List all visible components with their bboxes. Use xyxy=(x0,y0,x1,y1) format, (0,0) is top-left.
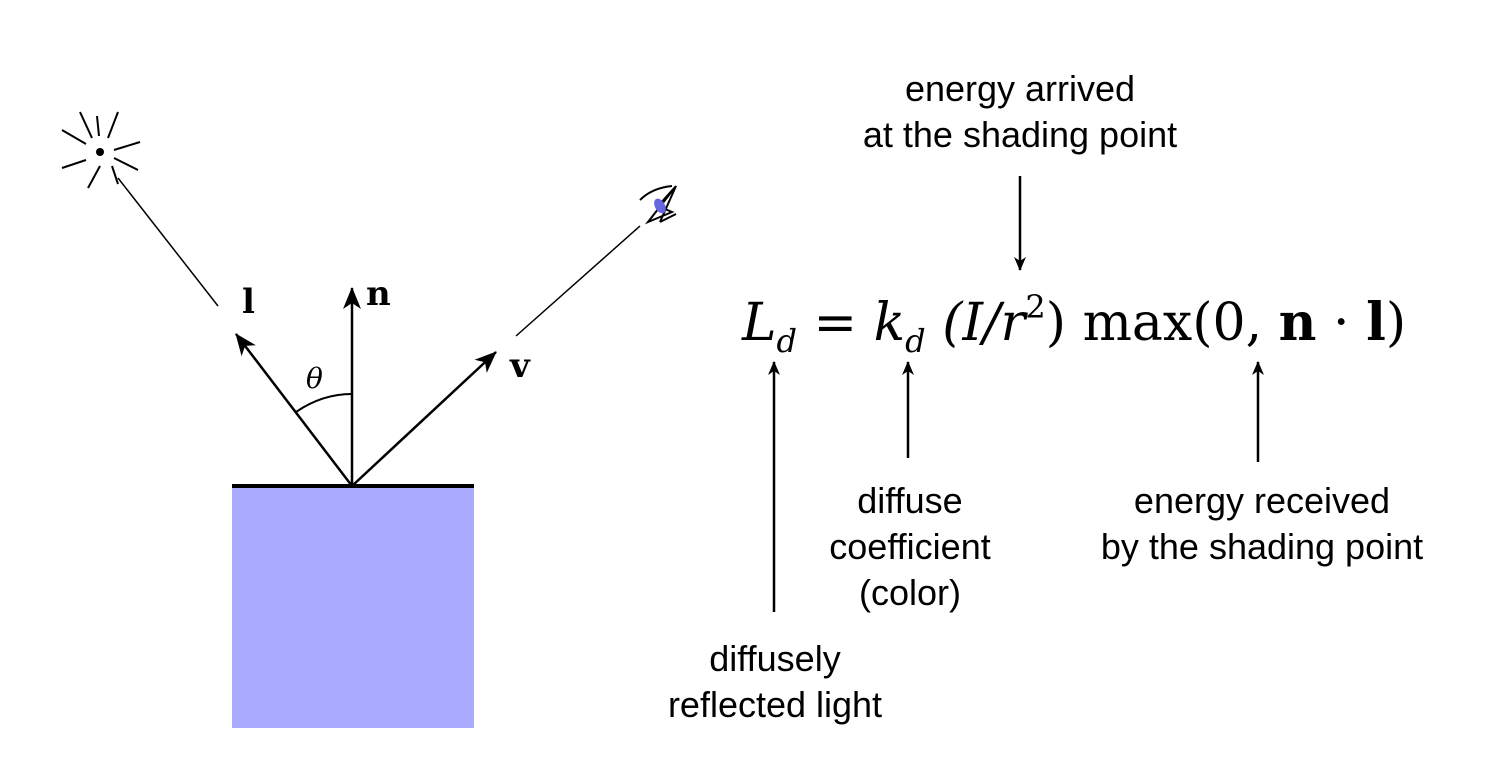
eq-dot: · xyxy=(1333,293,1350,353)
label-diffuse-coefficient: diffuse coefficient (color) xyxy=(829,480,991,613)
eq-k-subscript: d xyxy=(905,322,926,360)
angle-arc xyxy=(295,393,353,413)
diffuse-equation: Ld = kd (I/r2) max(0, n · l) xyxy=(742,288,1406,360)
label-energy-received: energy received by the shading point xyxy=(1100,480,1424,567)
label-diffusely-reflected: diffusely reflected light xyxy=(667,638,883,725)
eq-lhs-symbol: L xyxy=(742,293,777,353)
eq-lhs-subscript: d xyxy=(776,322,798,360)
light-vector-arrow xyxy=(235,333,353,487)
light-vector-label: l xyxy=(242,282,255,322)
eq-l-symbol: l xyxy=(1366,292,1386,353)
eye-icon xyxy=(639,185,677,225)
eq-intensity-exponent: 2 xyxy=(1025,288,1046,326)
eq-close-paren: ) xyxy=(1385,293,1407,353)
eq-k-symbol: k xyxy=(873,293,906,353)
view-vector-arrow xyxy=(351,351,497,487)
light-ray xyxy=(117,177,219,307)
eq-intensity-term: (I/r xyxy=(942,293,1026,353)
view-ray xyxy=(515,225,641,337)
eq-equals: = xyxy=(813,293,858,353)
eq-n-symbol: n xyxy=(1278,292,1317,353)
normal-vector-label: n xyxy=(366,274,391,314)
angle-theta-label: θ xyxy=(306,362,323,395)
light-source-icon xyxy=(61,111,141,189)
eq-intensity-close: ) xyxy=(1045,293,1067,353)
eq-max-term: max(0, xyxy=(1082,293,1263,353)
view-vector-label: v xyxy=(510,346,530,386)
label-energy-arrived: energy arrived at the shading point xyxy=(862,68,1178,155)
surface-block xyxy=(232,486,474,728)
